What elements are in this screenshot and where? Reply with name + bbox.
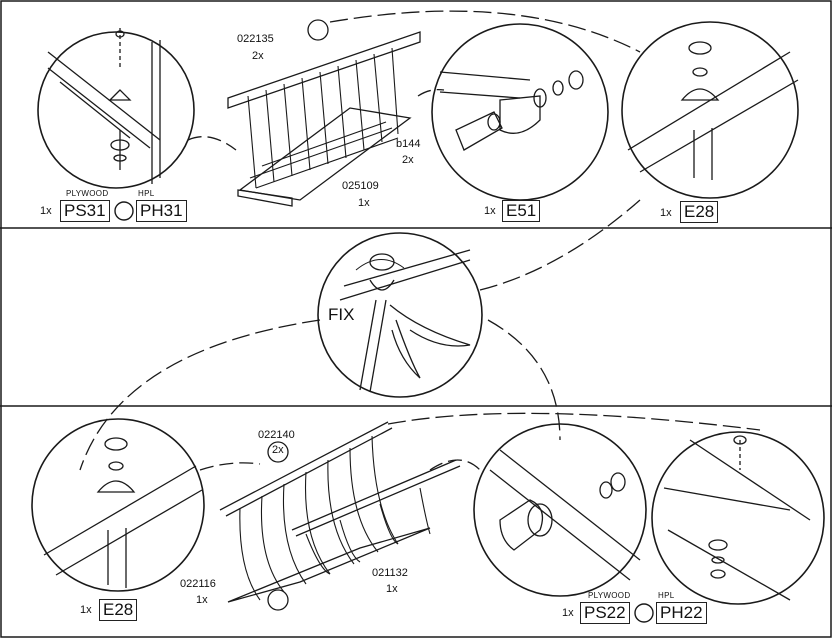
connector-circle-icon <box>114 201 134 221</box>
connector-arc <box>429 459 481 471</box>
badge-qty: 1x <box>40 205 52 217</box>
part-qty-022116: 1x <box>196 594 208 606</box>
part-code-022135: 022135 <box>237 33 274 45</box>
part-code-badge: PH31 <box>136 200 187 222</box>
part-code-badge: PS31 <box>60 200 110 222</box>
part-qty-b144: 2x <box>402 154 414 166</box>
detail-circle-bottom-mid <box>473 423 647 597</box>
detail-circle-e28-bottom <box>31 418 205 592</box>
part-code-021132: 021132 <box>372 567 408 579</box>
part-code-badge: E28 <box>99 599 138 621</box>
frame-assembly-top <box>227 19 421 207</box>
badge-qty: 1x <box>80 604 92 616</box>
detail-circle-e51 <box>431 23 609 201</box>
part-code-badge: E51 <box>502 200 541 222</box>
part-code-badge: E28 <box>680 201 719 223</box>
part-qty-022140: 2x <box>272 444 284 456</box>
badge-qty: 1x <box>562 607 574 619</box>
part-code-025109: 025109 <box>342 180 379 192</box>
material-label: HPL <box>658 591 675 600</box>
detail-circle-e28-top <box>621 21 799 199</box>
material-label: HPL <box>138 189 155 198</box>
part-code-badge: PH22 <box>656 602 707 624</box>
part-qty-021132: 1x <box>386 583 398 595</box>
connector-circle-icon <box>634 603 654 623</box>
connector-arc <box>199 462 261 471</box>
badge-qty: 1x <box>660 207 672 219</box>
connector-arc <box>479 199 641 291</box>
detail-circle-bottom-right <box>651 431 825 605</box>
fix-instruction: FIX <box>328 305 355 324</box>
part-qty-025109: 1x <box>358 197 370 209</box>
connector-arc <box>417 88 445 97</box>
connector-arc <box>329 10 641 53</box>
badge-qty: 1x <box>484 205 496 217</box>
detail-circle-top-left <box>37 28 195 189</box>
part-code-022116: 022116 <box>180 578 216 590</box>
detail-circle-fix <box>317 232 483 398</box>
part-code-b144: b144 <box>396 138 421 150</box>
frame-assembly-bottom <box>219 421 461 611</box>
material-label: PLYWOOD <box>66 189 109 198</box>
part-code-022140: 022140 <box>258 429 295 441</box>
material-label: PLYWOOD <box>588 591 631 600</box>
connector-arc <box>387 412 761 431</box>
connector-arc <box>187 136 237 151</box>
part-qty-022135: 2x <box>252 50 264 62</box>
connector-arc <box>487 319 561 441</box>
connector-arc <box>79 319 321 471</box>
part-code-badge: PS22 <box>580 602 630 624</box>
